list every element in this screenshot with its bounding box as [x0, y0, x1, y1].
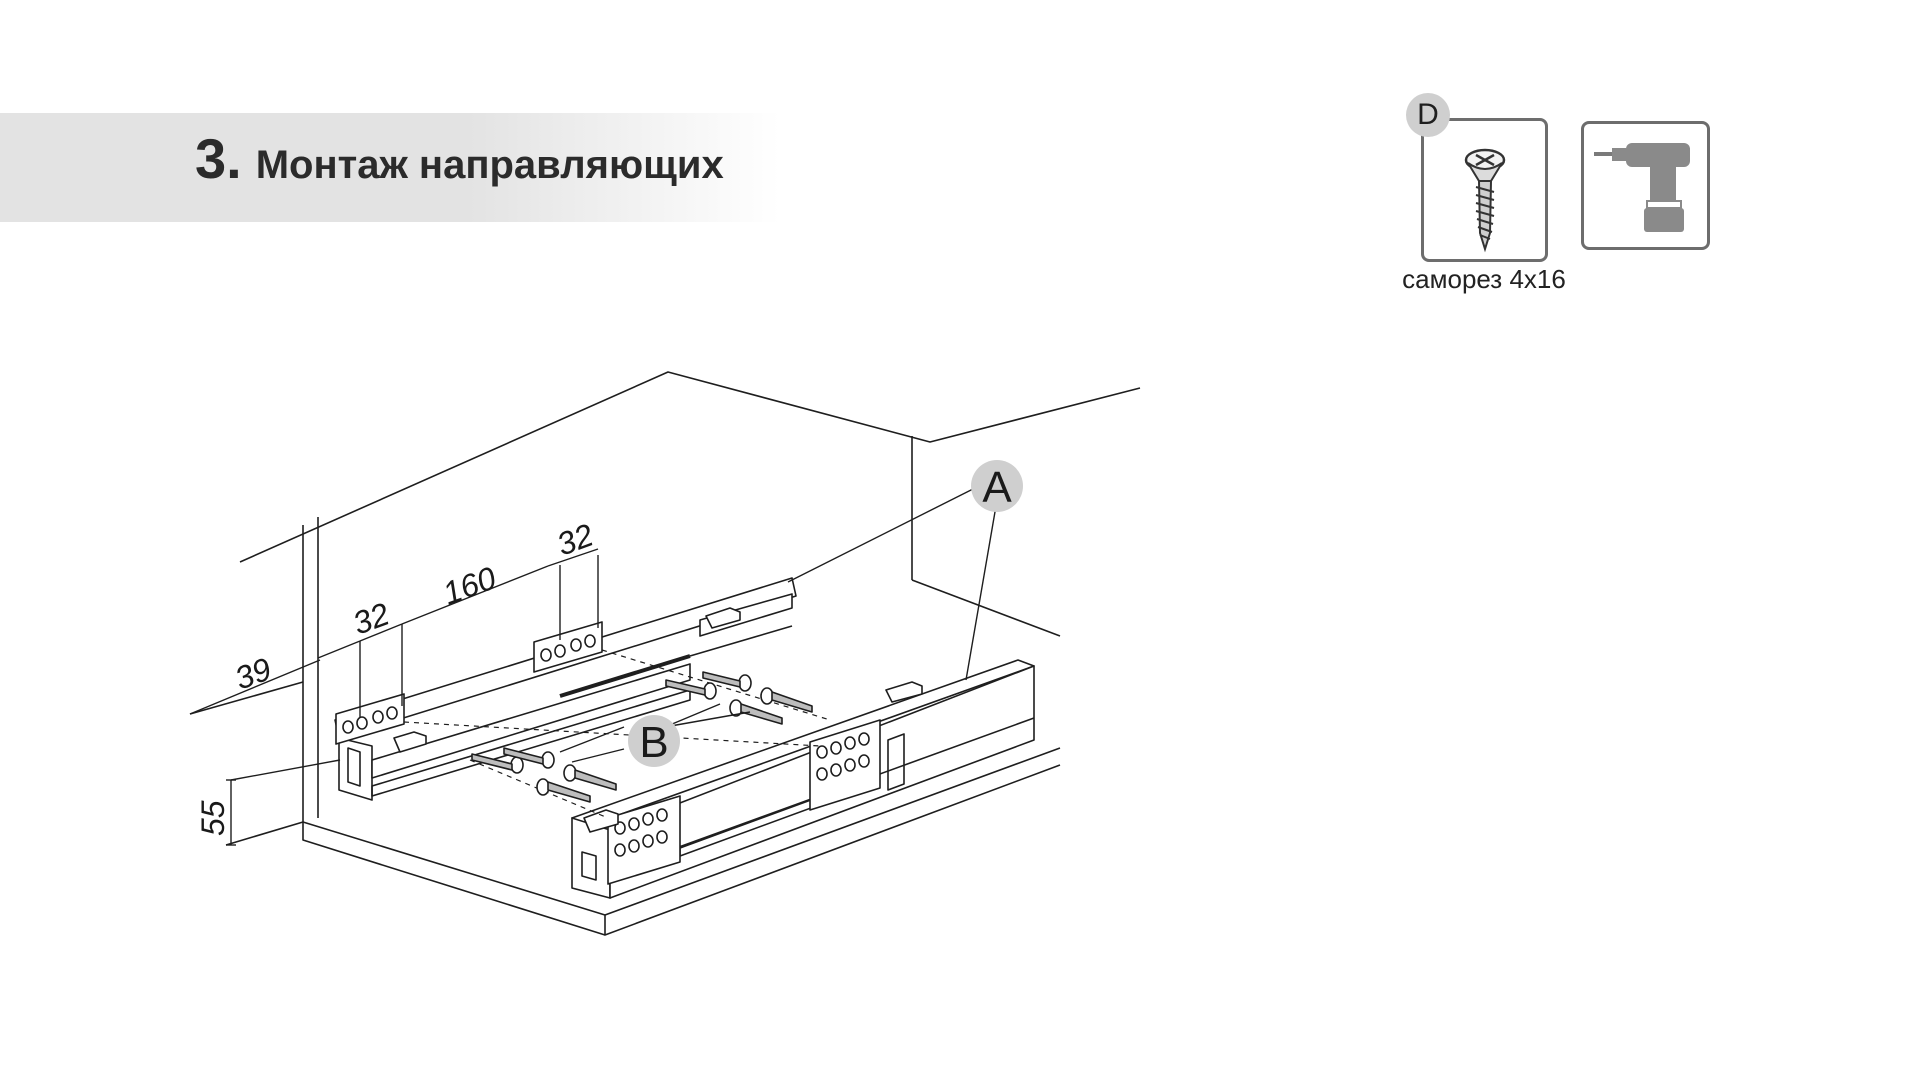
dimension-55: 55 [195, 800, 231, 836]
part-letter-badge: D [1406, 93, 1450, 137]
left-front-bracket [533, 621, 603, 673]
cabinet-top-edge [239, 371, 1141, 563]
callout-b-letter: B [639, 718, 668, 767]
drill-icon [1594, 143, 1690, 232]
step-number: 3. [195, 127, 242, 190]
left-rear-bracket [335, 693, 405, 745]
screw-icon [1464, 148, 1506, 253]
callout-a: A [971, 460, 1023, 512]
tool-box [1581, 121, 1710, 250]
step-heading: 3. Монтаж направляющих [195, 126, 724, 206]
part-screw-box [1421, 118, 1548, 262]
dimension-32-rear: 32 [348, 596, 394, 642]
dimension-39: 39 [230, 651, 276, 697]
part-caption: саморез 4х16 [1402, 264, 1566, 294]
screws [471, 671, 813, 803]
callout-a-letter: A [982, 463, 1012, 512]
dimension-160: 160 [438, 559, 501, 611]
callout-b: B [628, 715, 680, 767]
step-title: Монтаж направляющих [255, 143, 724, 187]
dimension-32-front: 32 [552, 517, 598, 563]
step-header-band [0, 113, 780, 222]
